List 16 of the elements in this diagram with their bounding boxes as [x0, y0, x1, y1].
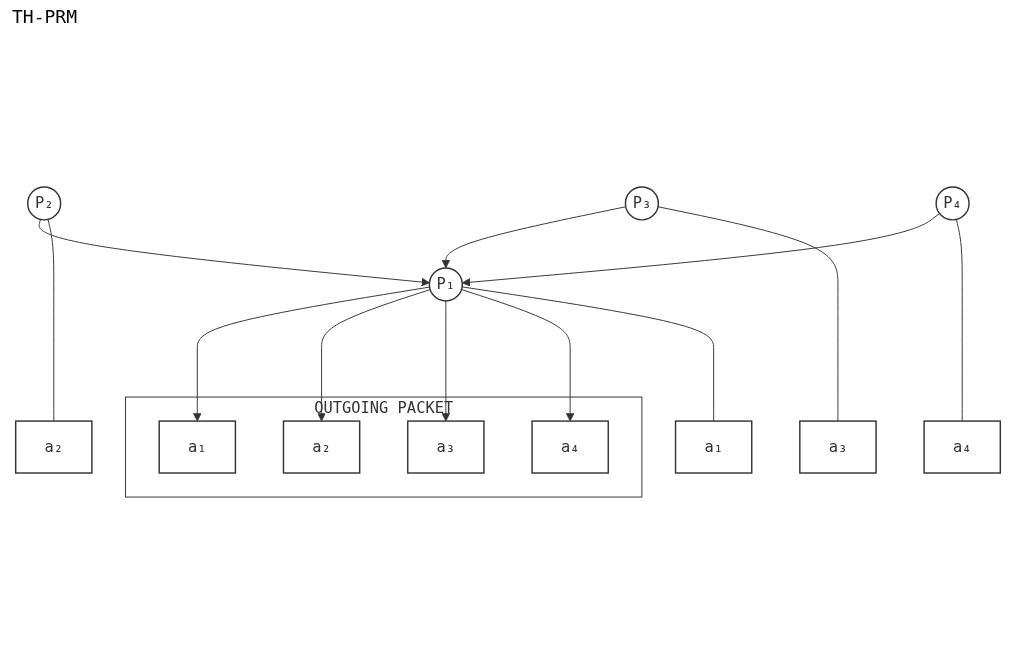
node-circle: P₁: [428, 267, 463, 302]
node-box: a₂: [282, 420, 360, 474]
node-box: a₄: [922, 420, 1001, 474]
connector: [955, 218, 963, 422]
node-box: a₃: [406, 420, 485, 474]
node-box: a₂: [14, 420, 93, 474]
connector: [657, 206, 838, 422]
node-box: a₁: [158, 420, 236, 474]
node-circle: P₃: [624, 186, 659, 221]
node-box: a₄: [530, 420, 609, 474]
node-circle: P₂: [26, 186, 61, 221]
connector: [47, 218, 54, 422]
node-circle: P₄: [934, 186, 970, 221]
label-text: TH-PRM: [12, 6, 78, 27]
node-box: a₃: [798, 420, 877, 474]
node-box: a₁: [674, 420, 752, 474]
